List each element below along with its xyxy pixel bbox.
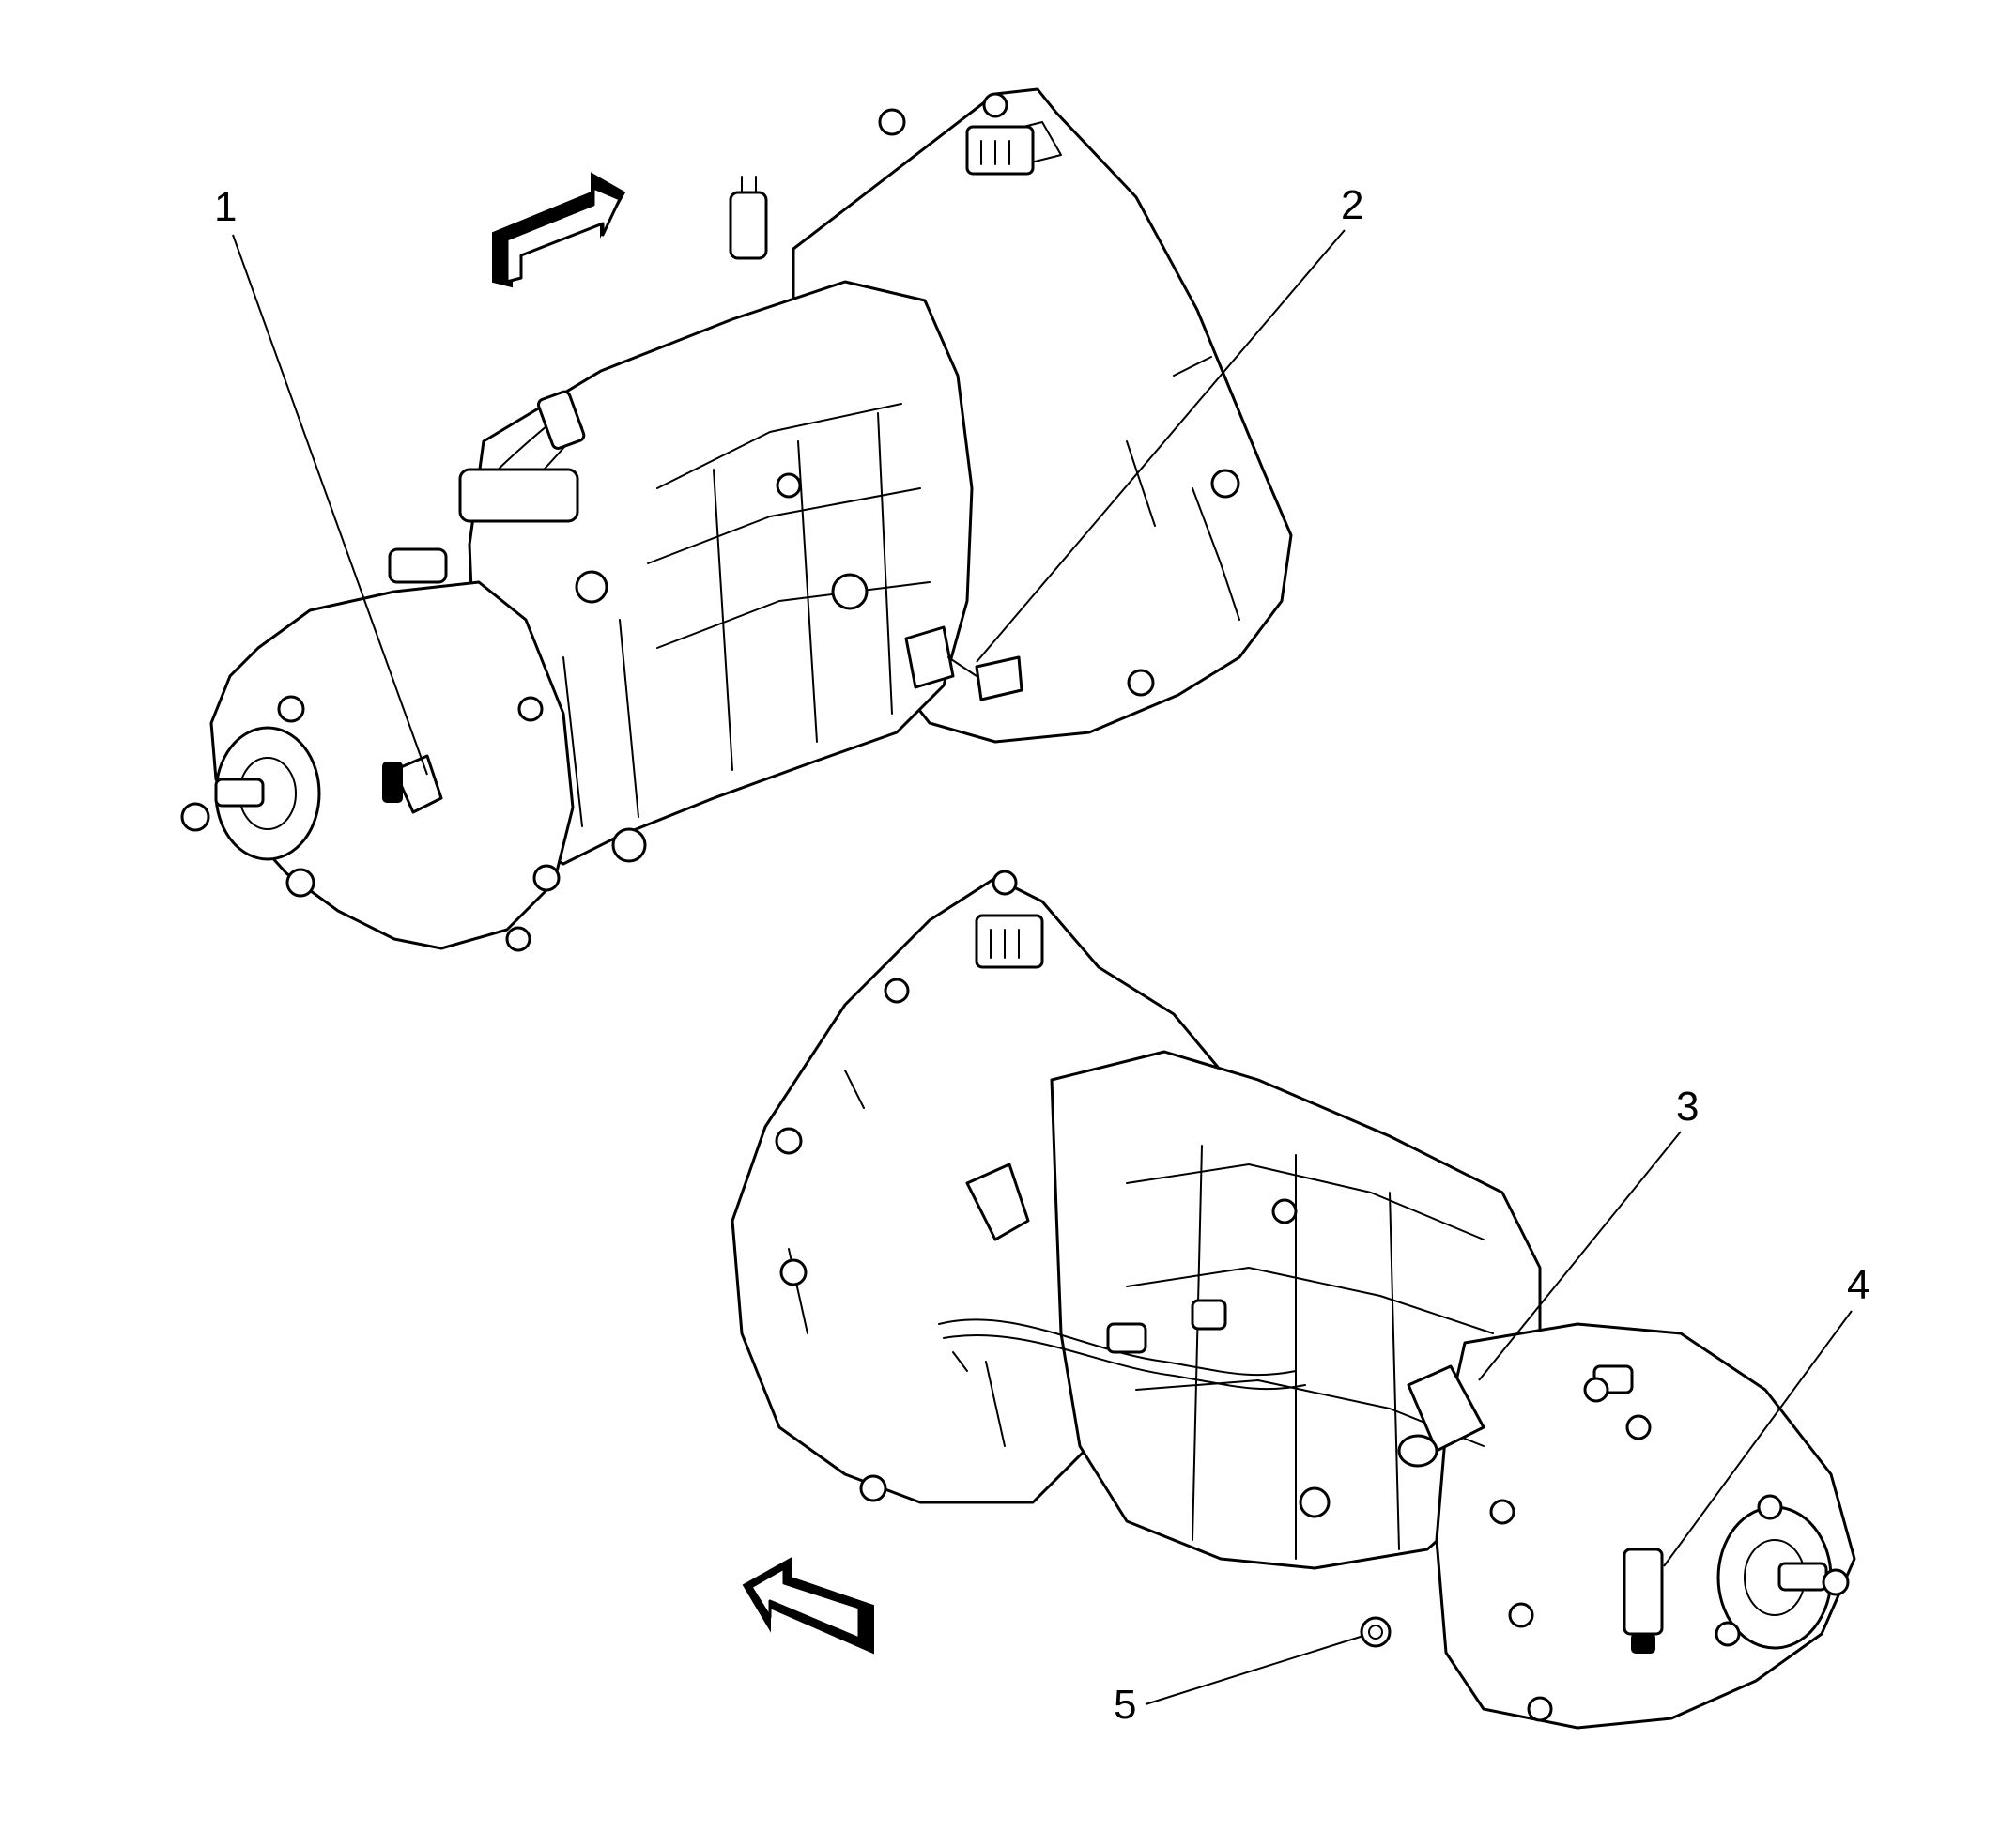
callout-label-1: 1: [214, 184, 237, 230]
callout-5: 5: [1114, 1635, 1364, 1728]
callout-label-3: 3: [1676, 1084, 1699, 1130]
direction-arrow-left-icon: [742, 1557, 874, 1655]
direction-arrow-right-icon: [492, 172, 626, 288]
callout-1: 1: [214, 184, 428, 776]
callout-leader-4: [1663, 1310, 1853, 1567]
callout-label-2: 2: [1341, 182, 1363, 228]
callout-2: 2: [976, 182, 1363, 663]
callout-label-5: 5: [1114, 1682, 1136, 1728]
callout-leader-2: [976, 229, 1346, 663]
callout-leader-1: [232, 234, 428, 776]
callout-3: 3: [1478, 1084, 1699, 1381]
callout-leader-3: [1478, 1131, 1682, 1381]
transmission-assembly-upper-view: [180, 87, 1293, 952]
callout-leader-5: [1145, 1635, 1364, 1705]
transmission-assembly-lower-view: [731, 870, 1856, 1730]
callout-4: 4: [1663, 1262, 1869, 1567]
callout-label-4: 4: [1847, 1262, 1869, 1308]
